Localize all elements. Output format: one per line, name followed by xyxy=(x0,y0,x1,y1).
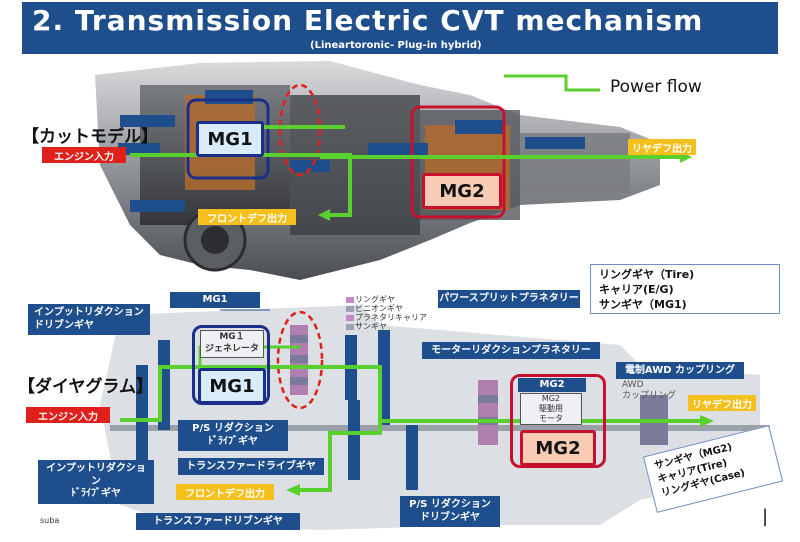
part-tag xyxy=(455,120,503,134)
awd-coupling-caption: AWD カップリング xyxy=(622,380,676,402)
input-reduction-driven-gear xyxy=(136,365,148,470)
ps-reduction-driven-gear xyxy=(406,425,418,490)
diagram-planetary-highlight xyxy=(276,310,324,410)
awd-coupling-line2: カップリング xyxy=(622,391,677,401)
mg2-motor-box: MG2 駆動用 モータ xyxy=(520,393,582,425)
diagram-mg2-label: MG2 xyxy=(520,430,596,466)
mg2-diagram-outline xyxy=(510,374,606,468)
legend-swatch-pinion xyxy=(346,306,354,312)
slide-title: 2. Transmission Electric CVT mechanism xyxy=(32,4,704,37)
diagram-flow-arrowhead xyxy=(700,415,714,427)
input-reduction-driven-tag: インプットリダクション ドリブンギヤ xyxy=(28,304,150,335)
gear-legend-pinion: ピニオンギヤ xyxy=(355,304,403,313)
mg1-generator-line1: MG１ xyxy=(219,332,245,342)
transfer-driven-gear-tag: トランスファードリブンギヤ xyxy=(136,513,300,530)
front-diff-output-tag: フロントデフ出力 xyxy=(198,209,296,225)
mg2-motor-line3: モータ xyxy=(539,414,563,423)
gear-legend-ring: リングギヤ xyxy=(355,295,395,304)
slide-subtitle: (Lineartoronic- Plug-in hybrid) xyxy=(310,40,482,51)
rear-diff-output-tag: リヤデフ出力 xyxy=(628,139,696,155)
part-tag xyxy=(290,160,330,172)
diagram-engine-input-tag: エンジン入力 xyxy=(26,407,110,423)
planetary-band xyxy=(290,355,308,363)
diff-gear-hub xyxy=(201,226,229,254)
gear-legend-carrier: プラネタリキャリア xyxy=(355,313,427,322)
planetary-band xyxy=(290,377,308,385)
main-shaft xyxy=(110,425,770,431)
planetary-band xyxy=(290,335,308,343)
transfer-drive-gear-tag: トランスファードライブギヤ xyxy=(178,458,324,475)
title-bar: 2. Transmission Electric CVT mechanism (… xyxy=(22,2,778,54)
diagram-front-diff-output-tag: フロントデフ出力 xyxy=(176,484,274,500)
ps-reduction-drive-tag: P/S リダクション ﾄﾞﾗｲﾌﾞギヤ xyxy=(178,420,288,451)
part-tag xyxy=(120,115,175,127)
gear-legend: リングギヤ ピニオンギヤ プラネタリキャリア サンギヤ xyxy=(355,295,427,331)
ps-reduction-driven-text: P/S リダクション ドリブンギヤ xyxy=(409,499,491,523)
transfer-drive-gear xyxy=(348,400,360,480)
mg1-outline xyxy=(186,98,270,180)
mg2-header-tag: MG2 xyxy=(518,378,586,392)
flow-arrowhead xyxy=(318,209,330,221)
legend-swatch-sun xyxy=(346,324,354,330)
power-split-planetary-tag: パワースプリットプラネタリー xyxy=(438,290,580,308)
awd-coupling-tag: 電制AWD カップリング xyxy=(616,362,744,379)
power-split-sun: サンギヤ（MG1) xyxy=(599,297,687,311)
diagram-flow-front xyxy=(120,365,382,492)
ps-reduction-driven-tag: P/S リダクション ドリブンギヤ xyxy=(400,496,500,527)
power-split-ring: リングギヤ（Tire) xyxy=(599,268,695,281)
mg1-generator-box: MG１ ジェネレータ xyxy=(200,330,264,358)
legend-swatch-ring xyxy=(346,297,354,303)
flow-line-front xyxy=(130,153,352,217)
input-reduction-drive-tag: インプットリダクション ﾄﾞﾗｲﾌﾞギヤ xyxy=(38,460,154,504)
part-tag xyxy=(118,143,160,155)
page-mark: | xyxy=(762,506,769,527)
cutaway-section-label: 【カットモデル】 xyxy=(22,127,158,147)
mg2-outline xyxy=(410,105,506,219)
power-split-info-box: リングギヤ（Tire) キャリア(E/G) サンギヤ（MG1) xyxy=(590,264,780,314)
gear-legend-sun: サンギヤ xyxy=(355,322,387,331)
engine-input-tag: エンジン入力 xyxy=(42,147,126,163)
watermark: suba xyxy=(40,516,60,525)
cutaway-mg2-label: MG2 xyxy=(422,173,502,209)
mg2-motor-line2: 駆動用 xyxy=(539,404,563,413)
diagram-section-label: 【ダイヤグラム】 xyxy=(18,377,153,397)
part-tag xyxy=(130,200,185,212)
part-tag xyxy=(525,137,585,149)
diagram-mg1-label: MG1 xyxy=(198,368,266,404)
diagram-flow-arrowhead xyxy=(286,484,300,496)
power-split-carrier: キャリア(E/G) xyxy=(599,282,674,296)
mg1-header-tag: MG1 xyxy=(170,292,260,308)
legend-label: Power flow xyxy=(610,77,702,97)
motor-reduction-planetary-tag: モーターリダクションプラネタリー xyxy=(422,342,600,359)
input-reduction-drive-text: インプットリダクション ﾄﾞﾗｲﾌﾞギヤ xyxy=(46,463,146,499)
mg1-generator-line2: ジェネレータ xyxy=(204,344,259,354)
awd-coupling-line1: AWD xyxy=(622,380,644,390)
ps-reduction-drive-text: P/S リダクション ﾄﾞﾗｲﾌﾞギヤ xyxy=(192,423,274,447)
mg2-motor-line1: MG2 xyxy=(541,394,561,403)
motor-reduction-band xyxy=(478,395,498,403)
legend-line xyxy=(504,74,600,92)
input-reduction-driven-text: インプットリダクション ドリブンギヤ xyxy=(34,307,144,331)
legend-swatch-carrier xyxy=(346,315,354,321)
cutaway-mg1-label: MG1 xyxy=(196,121,264,157)
diagram-rear-diff-output-tag: リヤデフ出力 xyxy=(688,395,756,411)
planetary-highlight xyxy=(278,83,322,177)
